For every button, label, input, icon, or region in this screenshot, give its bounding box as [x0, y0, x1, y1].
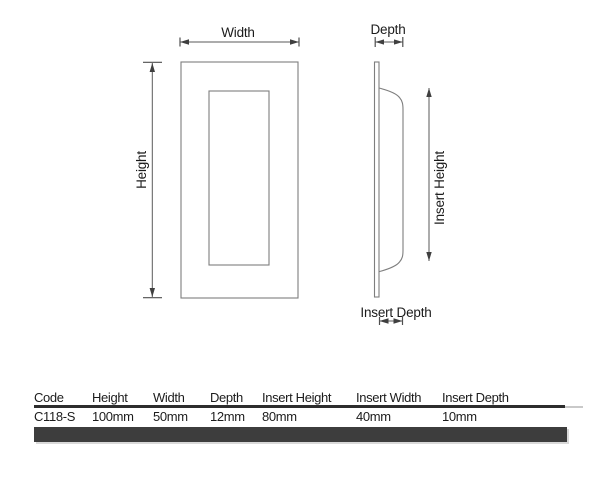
- column-header-depth: Depth: [210, 390, 243, 405]
- value-insert-width: 40mm: [356, 409, 391, 424]
- column-header-insert-width: Insert Width: [356, 390, 422, 405]
- depth-label: Depth: [370, 22, 405, 37]
- insert-height-dimension: Insert Height: [426, 88, 447, 261]
- column-header-height: Height: [92, 390, 128, 405]
- front-insert-rect: [208, 90, 270, 266]
- value-depth: 12mm: [210, 409, 245, 424]
- front-view: Width Height: [134, 25, 300, 299]
- side-view: Depth Insert Height Insert Depth: [360, 22, 447, 325]
- column-header-code: Code: [34, 390, 64, 405]
- width-dimension: Width: [179, 25, 300, 47]
- front-outer-rect: [180, 61, 299, 299]
- width-label: Width: [221, 25, 255, 40]
- side-recess-profile: [378, 87, 404, 273]
- table-bottom-bar: [34, 427, 567, 442]
- column-header-width: Width: [153, 390, 185, 405]
- value-insert-depth: 10mm: [442, 409, 477, 424]
- value-width: 50mm: [153, 409, 188, 424]
- value-height: 100mm: [92, 409, 134, 424]
- column-header-insert-height: Insert Height: [262, 390, 332, 405]
- value-insert-height: 80mm: [262, 409, 297, 424]
- table-header-rule: [34, 405, 565, 408]
- value-code: C118-S: [34, 409, 76, 424]
- height-dimension: Height: [134, 61, 162, 299]
- insert-depth-label: Insert Depth: [360, 305, 431, 320]
- column-header-insert-depth: Insert Depth: [442, 390, 509, 405]
- height-label: Height: [134, 151, 149, 189]
- insert-height-label: Insert Height: [432, 151, 447, 225]
- side-plate: [373, 61, 380, 298]
- technical-drawing: Width Height Depth: [134, 22, 447, 325]
- depth-dimension: Depth: [370, 22, 406, 47]
- insert-depth-dimension: Insert Depth: [360, 305, 432, 325]
- table-header-rule-shadow: [565, 406, 583, 408]
